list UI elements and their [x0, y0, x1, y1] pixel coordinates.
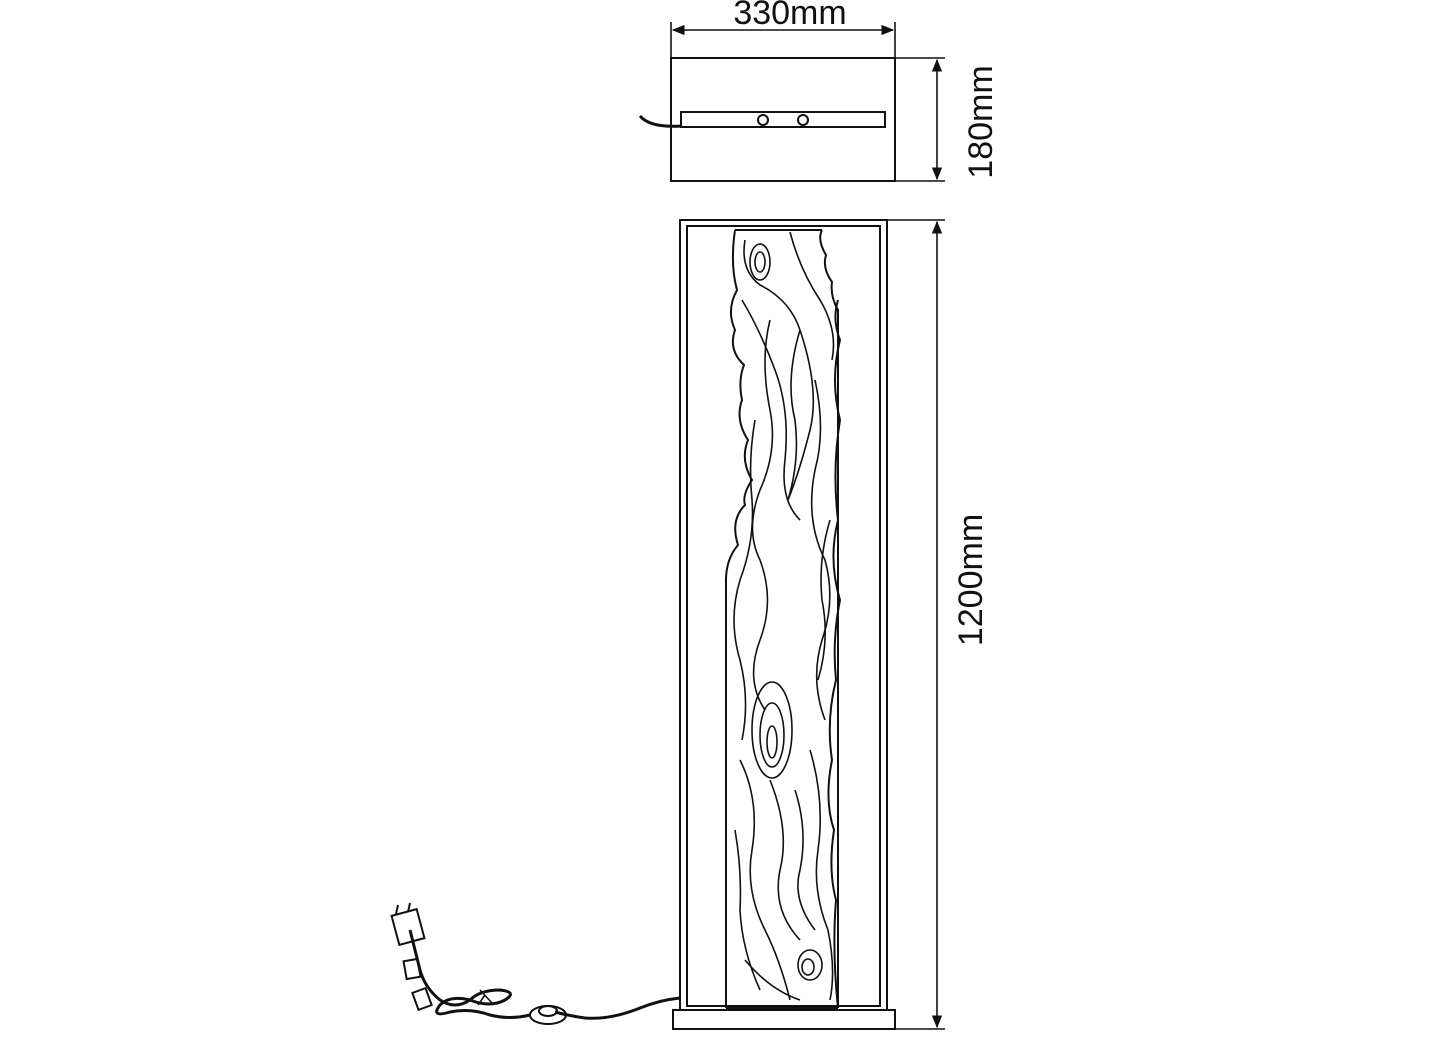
lamp-base	[672, 1009, 896, 1030]
width-dimension: 330mm	[670, 0, 896, 58]
depth-dimension: 180mm	[895, 57, 1000, 182]
cord-connector	[411, 986, 433, 1012]
top-view-outline	[670, 57, 896, 182]
height-label: 1200mm	[952, 514, 990, 646]
height-dimension: 1200mm	[887, 219, 990, 1030]
wood-knots	[749, 243, 823, 981]
outer-frame	[679, 219, 888, 1011]
top-view-led-strip	[638, 111, 886, 128]
wood-panel	[724, 229, 842, 1009]
front-view: 1200mm	[390, 219, 990, 1030]
depth-label: 180mm	[962, 65, 1000, 178]
plug-adapter	[390, 902, 426, 947]
width-label: 330mm	[733, 0, 846, 32]
inner-frame	[686, 225, 881, 1007]
power-cord	[390, 902, 681, 1025]
wood-grain	[733, 231, 835, 1001]
top-view: 330mm 180mm	[638, 0, 1000, 182]
